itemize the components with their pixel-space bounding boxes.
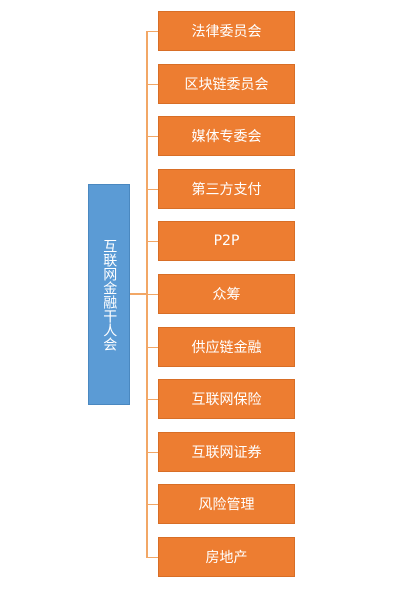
branch-connector	[146, 451, 158, 453]
child-node: 媒体专委会	[158, 116, 295, 156]
branch-connector	[146, 83, 158, 85]
child-node-label: P2P	[213, 233, 240, 249]
branch-connector	[146, 346, 158, 348]
branch-connector	[146, 30, 158, 32]
branch-connector	[146, 135, 158, 137]
branch-connector	[146, 188, 158, 190]
child-node-label: 区块链委员会	[184, 77, 269, 93]
child-node-label: 风险管理	[198, 497, 255, 513]
branch-connector	[146, 398, 158, 400]
child-node: P2P	[158, 221, 295, 261]
child-node: 第三方支付	[158, 169, 295, 209]
child-node-label: 供应链金融	[191, 340, 262, 356]
child-node: 互联网证券	[158, 432, 295, 472]
child-node: 众筹	[158, 274, 295, 314]
child-node-label: 互联网保险	[191, 392, 262, 408]
child-node-label: 法律委员会	[191, 24, 262, 40]
child-node: 房地产	[158, 537, 295, 577]
child-node-label: 媒体专委会	[191, 129, 262, 145]
child-node-label: 互联网证券	[191, 445, 262, 461]
child-node: 互联网保险	[158, 379, 295, 419]
child-node: 供应链金融	[158, 327, 295, 367]
root-node-label: 互联网金融干人会	[101, 238, 118, 351]
child-node: 风险管理	[158, 484, 295, 524]
child-node-label: 房地产	[205, 550, 248, 566]
root-connector-horizontal	[130, 293, 146, 295]
branch-connector	[146, 503, 158, 505]
child-node-label: 众筹	[212, 287, 241, 303]
branch-connector	[146, 556, 158, 558]
branch-connector	[146, 293, 158, 295]
child-node-label: 第三方支付	[191, 182, 262, 198]
root-node: 互联网金融干人会	[88, 184, 130, 405]
child-node: 法律委员会	[158, 11, 295, 51]
branch-connector	[146, 240, 158, 242]
child-node: 区块链委员会	[158, 64, 295, 104]
